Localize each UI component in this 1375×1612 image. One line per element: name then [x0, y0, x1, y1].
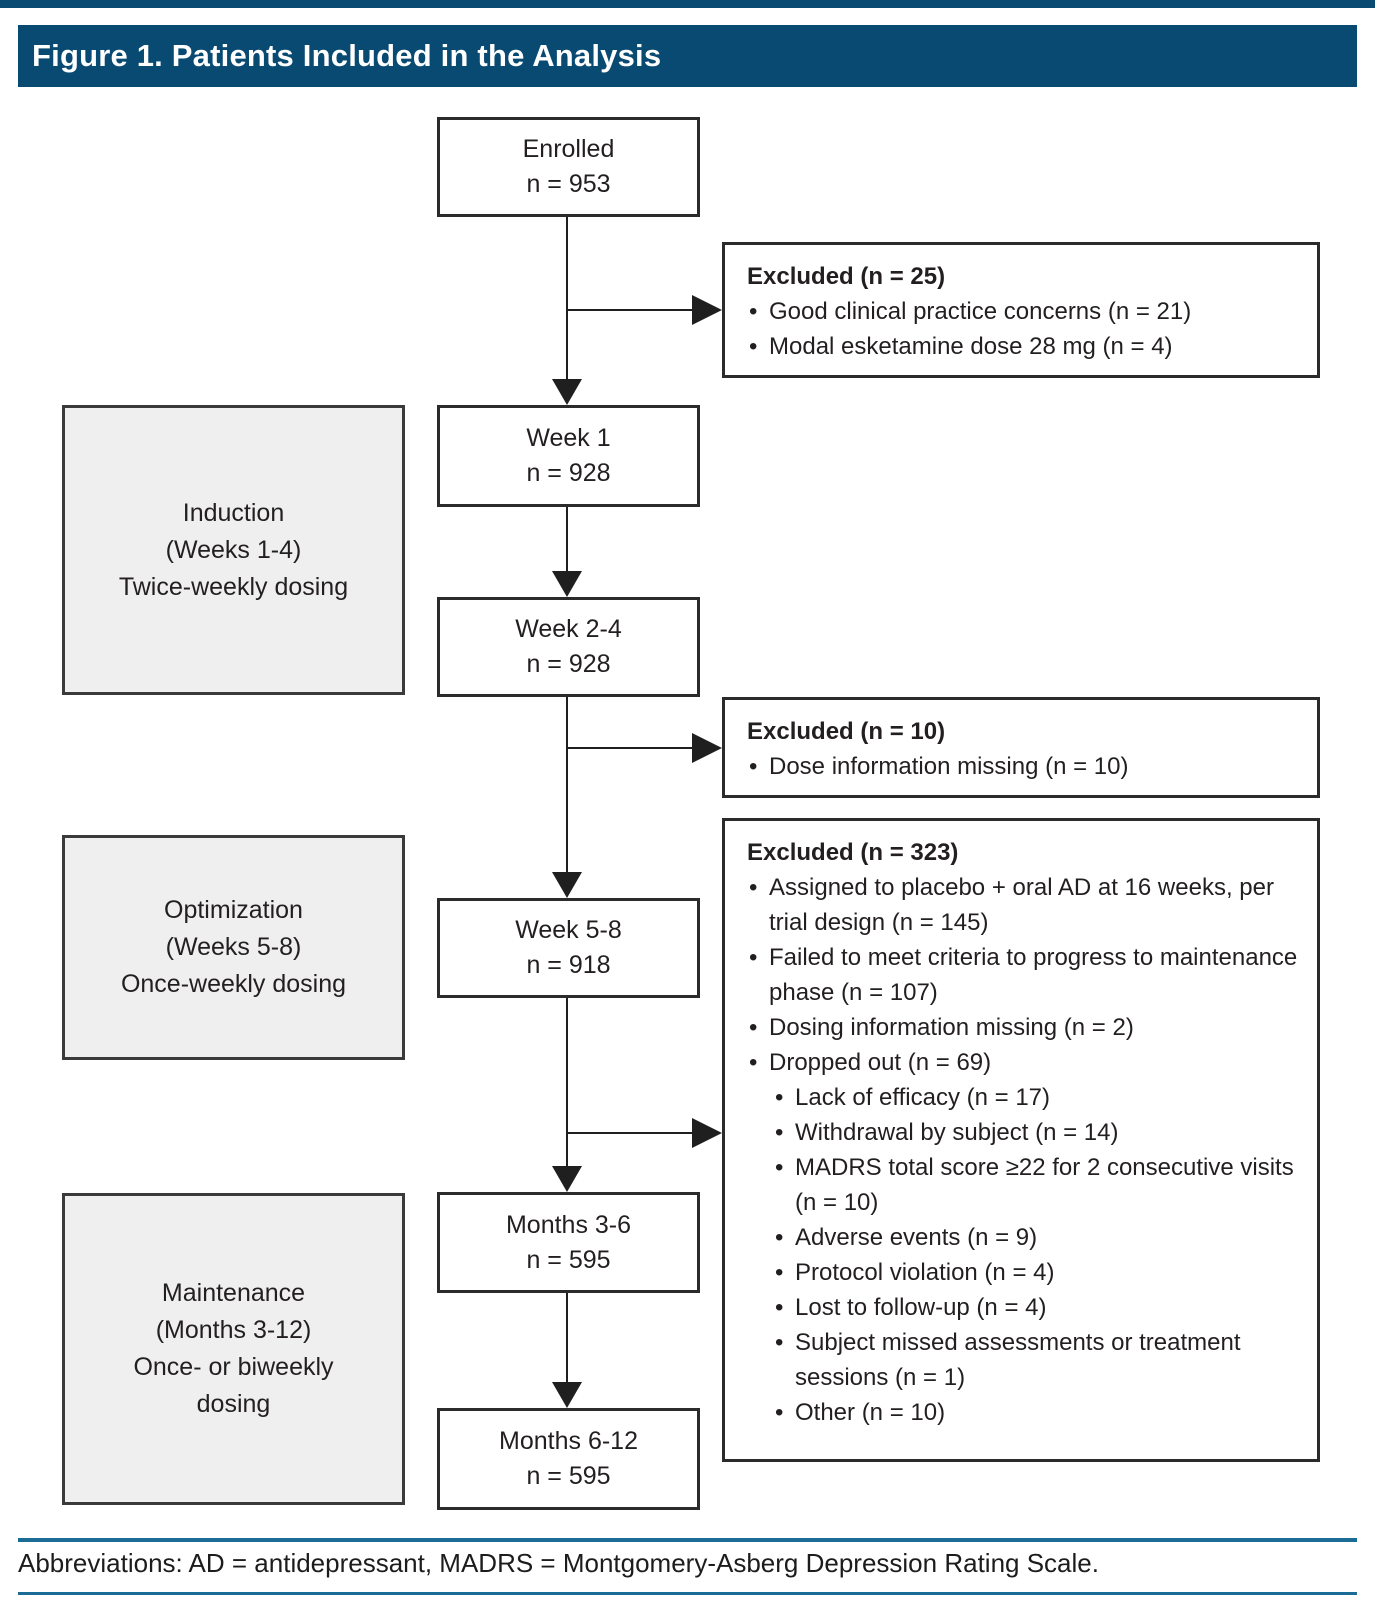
arrow-down-icon: [552, 1166, 582, 1192]
connector-line: [567, 747, 693, 749]
phase-line: (Weeks 1-4): [165, 535, 302, 564]
abbreviations-text: Abbreviations: AD = antidepressant, MADR…: [18, 1548, 1099, 1578]
exclusion-bullet: Dosing information missing (n = 2): [747, 1010, 1301, 1045]
phase-line: (Months 3-12): [155, 1316, 312, 1344]
arrow-down-icon: [552, 872, 582, 898]
exclusion-sub-bullet: Other (n = 10): [747, 1395, 1301, 1430]
stage-box-week-2-4: Week 2-4 n = 928: [437, 597, 700, 697]
arrow-right-icon: [692, 1118, 722, 1148]
connector-line: [567, 1132, 693, 1134]
exclusion-sub-bullet: MADRS total score ≥22 for 2 consecutive …: [747, 1150, 1301, 1220]
connector-line: [566, 697, 568, 874]
stage-label: Months 6-12: [499, 1427, 638, 1455]
stage-n: n = 928: [526, 459, 611, 487]
connector-line: [566, 1293, 568, 1384]
figure-title-bar: Figure 1. Patients Included in the Analy…: [18, 25, 1357, 87]
figure-title: Figure 1. Patients Included in the Analy…: [32, 38, 662, 73]
phase-line: Maintenance: [161, 1279, 306, 1307]
phase-box-optimization: Optimization (Weeks 5-8) Once-weekly dos…: [62, 835, 405, 1060]
arrow-down-icon: [552, 1382, 582, 1408]
footer-rule-top: [18, 1538, 1357, 1542]
exclusion-sub-bullet: Protocol violation (n = 4): [747, 1255, 1301, 1290]
stage-box-week-1: Week 1 n = 928: [437, 405, 700, 507]
exclusion-heading: Excluded (n = 10): [747, 718, 946, 745]
connector-line: [566, 507, 568, 573]
stage-label: Months 3-6: [505, 1210, 632, 1239]
exclusion-bullet: Good clinical practice concerns (n = 21): [747, 294, 1301, 329]
stage-label: Enrolled: [522, 135, 615, 163]
phase-box-induction: Induction (Weeks 1-4) Twice-weekly dosin…: [62, 405, 405, 695]
phase-line: Induction: [182, 498, 285, 527]
footer-rule-bottom: [18, 1592, 1357, 1595]
connector-line: [567, 309, 693, 311]
exclusion-heading: Excluded (n = 323): [747, 839, 959, 866]
exclusion-bullet: Assigned to placebo + oral AD at 16 week…: [747, 870, 1301, 940]
exclusion-bullet: Dose information missing (n = 10): [747, 749, 1301, 784]
exclusion-heading: Excluded (n = 25): [747, 263, 946, 290]
phase-line: dosing: [196, 1390, 271, 1418]
stage-n: n = 953: [526, 170, 611, 198]
exclusion-box-323: Excluded (n = 323) Assigned to placebo +…: [722, 818, 1320, 1462]
phase-line: (Weeks 5-8): [165, 933, 302, 961]
stage-n: n = 595: [526, 1245, 611, 1274]
phase-line: Twice-weekly dosing: [118, 572, 349, 601]
top-rule: [0, 0, 1375, 8]
exclusion-sub-bullet: Lost to follow-up (n = 4): [747, 1290, 1301, 1325]
exclusion-sub-bullet: Subject missed assessments or treatment …: [747, 1325, 1301, 1395]
exclusion-bullet: Failed to meet criteria to progress to m…: [747, 940, 1301, 1010]
arrow-down-icon: [552, 571, 582, 597]
connector-line: [566, 217, 568, 380]
stage-n: n = 918: [526, 951, 611, 979]
exclusion-bullet: Modal esketamine dose 28 mg (n = 4): [747, 329, 1301, 364]
connector-line: [566, 998, 568, 1168]
arrow-right-icon: [692, 295, 722, 325]
phase-line: Once- or biweekly: [133, 1353, 334, 1381]
stage-label: Week 2-4: [515, 615, 622, 643]
stage-n: n = 595: [526, 1462, 611, 1490]
phase-line: Optimization: [164, 896, 303, 924]
stage-label: Week 1: [526, 424, 611, 452]
exclusion-sub-bullet: Adverse events (n = 9): [747, 1220, 1301, 1255]
exclusion-box-10: Excluded (n = 10) Dose information missi…: [722, 697, 1320, 798]
stage-box-months-6-12: Months 6-12 n = 595: [437, 1408, 700, 1510]
stage-box-week-5-8: Week 5-8 n = 918: [437, 898, 700, 998]
stage-label: Week 5-8: [515, 916, 622, 944]
arrow-right-icon: [692, 733, 722, 763]
stage-box-enrolled: Enrolled n = 953: [437, 117, 700, 217]
exclusion-sub-bullet: Withdrawal by subject (n = 14): [747, 1115, 1301, 1150]
arrow-down-icon: [552, 379, 582, 405]
exclusion-box-25: Excluded (n = 25) Good clinical practice…: [722, 242, 1320, 378]
phase-line: Once-weekly dosing: [120, 970, 347, 998]
exclusion-sub-bullet: Lack of efficacy (n = 17): [747, 1080, 1301, 1115]
stage-n: n = 928: [526, 650, 611, 678]
phase-box-maintenance: Maintenance (Months 3-12) Once- or biwee…: [62, 1193, 405, 1505]
exclusion-bullet: Dropped out (n = 69): [747, 1045, 1301, 1080]
stage-box-months-3-6: Months 3-6 n = 595: [437, 1192, 700, 1293]
